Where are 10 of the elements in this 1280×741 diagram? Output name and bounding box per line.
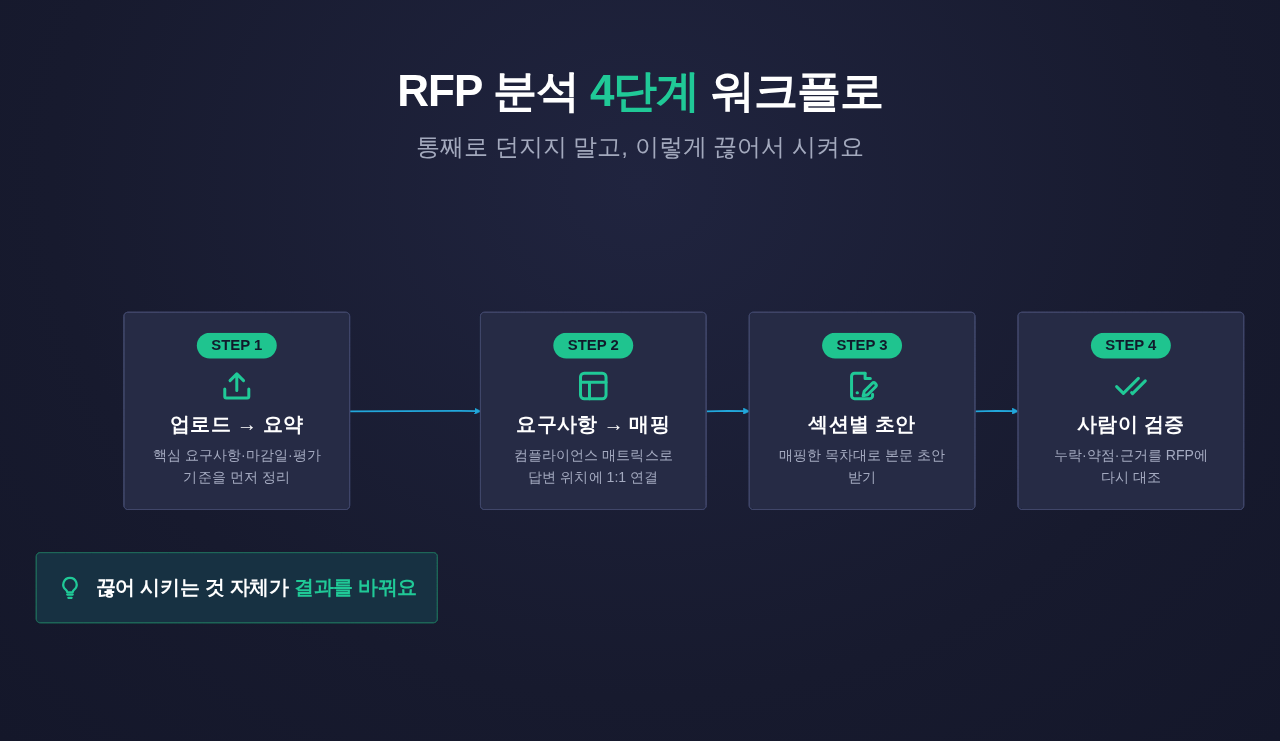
subtitle: 통째로 던지지 말고, 이렇게 끊어서 시켜요	[415, 132, 865, 163]
step-card: STEP 1 업로드 → 요약 핵심 요구사항·마감일·평가 기준을 먼저 정리	[123, 311, 351, 510]
step-card: STEP 2 요구사항 → 매핑 컴플라이언스 매트릭스로 답변 위치에 1:1 연결	[479, 311, 707, 510]
step-card: STEP 4 사람이 검증 누락·약점·근거를 RFP에 다시 대조	[1017, 311, 1245, 510]
tip-banner: 끊어 시키는 것 자체가 결과를 바꿔요	[35, 552, 438, 624]
arrow	[349, 407, 482, 415]
arrow	[974, 407, 1019, 415]
title: RFP 분석 4단계 워크플로	[396, 65, 884, 117]
arrow	[705, 407, 750, 415]
step-card: STEP 3 섹션별 초안 매핑한 목차대로 본문 초안 받기	[748, 311, 976, 510]
